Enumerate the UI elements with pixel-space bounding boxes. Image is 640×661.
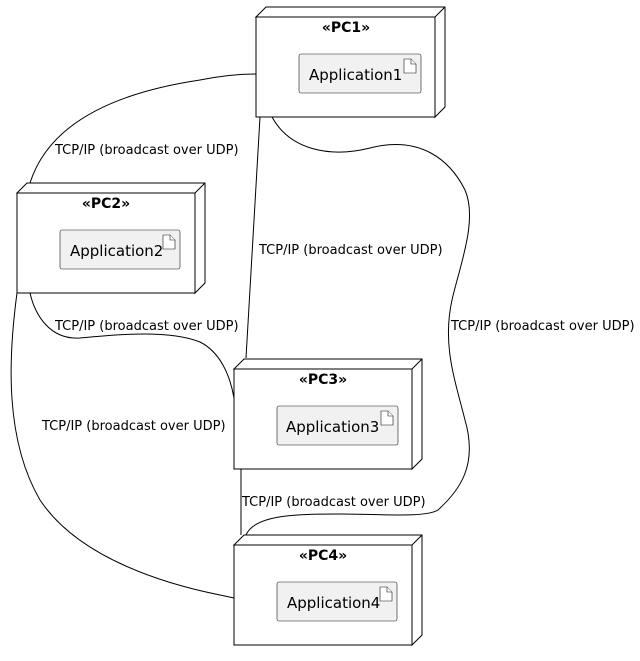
edge-pc1-pc4: [245, 116, 471, 536]
artifact-icon: [380, 410, 394, 426]
artifact-label: Application4: [287, 594, 380, 612]
edge-label-pc2-pc3: TCP/IP (broadcast over UDP): [54, 319, 239, 334]
node-pc2-stereotype: «PC2»: [82, 196, 130, 212]
edge-pc1-pc3: [245, 116, 261, 359]
edge-pc2-pc4: [10, 292, 235, 599]
artifact-icon: [403, 58, 417, 74]
artifact-application3: Application3: [276, 405, 399, 446]
node-pc2: «PC2» Application2: [15, 182, 206, 295]
artifact-label: Application3: [286, 418, 379, 436]
edge-pc1-pc2: [29, 73, 257, 184]
artifact-icon: [162, 234, 176, 250]
edge-label-pc1-pc2: TCP/IP (broadcast over UDP): [54, 143, 239, 158]
node-pc3-stereotype: «PC3»: [299, 372, 347, 388]
edge-label-pc1-pc4: TCP/IP (broadcast over UDP): [450, 319, 635, 334]
node-pc4: «PC4» Application4: [232, 534, 423, 647]
node-pc1: «PC1» Application1: [254, 6, 446, 119]
node-pc1-stereotype: «PC1»: [322, 20, 370, 36]
edge-label-pc2-pc4: TCP/IP (broadcast over UDP): [41, 419, 226, 434]
artifact-icon: [379, 586, 393, 602]
node-pc3: «PC3» Application3: [232, 358, 423, 471]
artifact-application2: Application2: [59, 229, 181, 270]
artifact-application4: Application4: [276, 581, 398, 622]
edge-pc2-pc3: [29, 292, 235, 399]
node-pc4-stereotype: «PC4»: [299, 548, 347, 564]
edge-labels: TCP/IP (broadcast over UDP) TCP/IP (broa…: [41, 143, 635, 510]
edge-label-pc3-pc4: TCP/IP (broadcast over UDP): [241, 495, 426, 510]
edges: [10, 73, 471, 599]
edge-label-pc1-pc3: TCP/IP (broadcast over UDP): [258, 243, 443, 258]
artifact-label: Application2: [70, 242, 163, 260]
artifact-label: Application1: [309, 66, 402, 84]
artifact-application1: Application1: [298, 53, 422, 94]
